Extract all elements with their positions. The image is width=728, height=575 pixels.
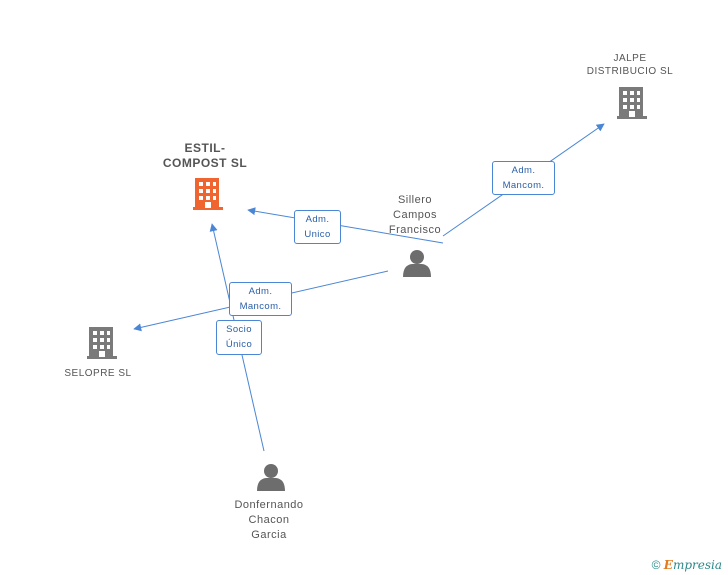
adm-mancom-selopre-line1: Adm. [248,286,273,297]
node-label-jalpe[interactable]: JALPE DISTRIBUCIO SL [575,52,685,78]
brand-rest: mpresia [672,558,722,572]
edge-sillero-estil [247,207,444,244]
node-label-estil[interactable]: ESTIL- COMPOST SL [150,141,260,171]
donfernando-label-line3: Garcia [251,529,287,541]
person-icon-sillero[interactable] [403,250,431,277]
adm-mancom-selopre-line2: Mancom. [239,301,282,312]
copyright-icon: © [651,558,661,572]
brand-logo[interactable]: Empresia [664,558,722,572]
socio-unico-line1: Socio [226,324,252,335]
person-icon-donfernando[interactable] [257,464,285,491]
donfernando-label-line2: Chacon [248,514,290,526]
jalpe-label-line2: DISTRIBUCIO SL [586,66,674,77]
building-icon-estil[interactable] [193,178,223,210]
adm-unico-line2: Unico [304,229,331,240]
socio-unico-line2: Único [225,339,253,350]
sillero-label-line2: Campos [393,209,437,221]
footer-brand: © Empresia [652,558,722,572]
adm-unico-line1: Adm. [305,214,330,225]
adm-mancom-jalpe-line2: Mancom. [502,180,545,191]
selopre-label-line1: SELOPRE SL [64,368,132,379]
sillero-label-line1: Sillero [397,194,433,206]
estil-label-line1: ESTIL- [184,141,226,155]
node-label-selopre[interactable]: SELOPRE SL [48,367,148,380]
edge-label-adm-unico[interactable]: Adm. Unico [294,210,341,244]
edge-label-adm-mancom-jalpe[interactable]: Adm. Mancom. [492,161,555,195]
donfernando-label-line1: Donfernando [234,499,304,511]
node-label-sillero[interactable]: Sillero Campos Francisco [365,193,465,238]
adm-mancom-jalpe-line1: Adm. [511,165,536,176]
estil-label-line2: COMPOST SL [162,156,248,170]
building-icon-selopre[interactable] [87,327,117,359]
brand-first-letter: E [663,558,673,572]
jalpe-label-line1: JALPE [613,53,647,64]
node-label-donfernando[interactable]: Donfernando Chacon Garcia [214,498,324,543]
sillero-label-line3: Francisco [388,224,442,236]
building-icon-jalpe[interactable] [617,87,647,119]
edge-label-adm-mancom-selopre[interactable]: Adm. Mancom. [229,282,292,316]
edge-label-socio-unico[interactable]: Socio Único [216,320,262,355]
